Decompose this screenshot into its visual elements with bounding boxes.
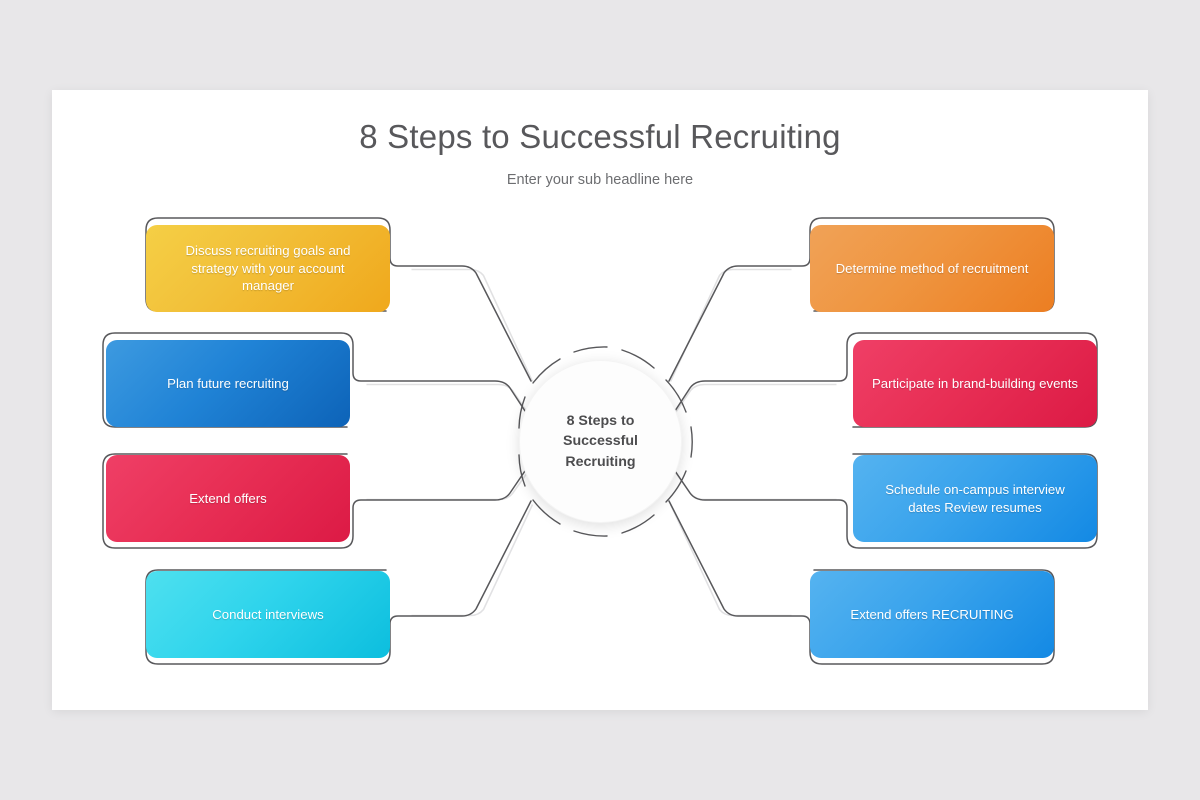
node-label: Plan future recruiting (167, 375, 289, 391)
node-label: Determine method of recruitment (835, 260, 1029, 276)
node-discuss-recruiting-goals[interactable]: Discuss recruiting goals and strategy wi… (146, 225, 390, 312)
node-label: Extend offers RECRUITING (850, 606, 1014, 622)
node-label: Conduct interviews (212, 606, 324, 622)
center-hub-label: 8 Steps to Successful Recruiting (563, 411, 638, 471)
page-title: 8 Steps to Successful Recruiting (359, 118, 841, 155)
node-extend-offers[interactable]: Extend offers (106, 455, 350, 542)
node-extend-offers-recruiting[interactable]: Extend offers RECRUITING (810, 571, 1054, 658)
hub-line-2: Successful (563, 433, 638, 450)
node-schedule-on-campus-interviews[interactable]: Schedule on-campus interview dates Revie… (853, 455, 1097, 542)
node-label: Schedule on-campus interview dates Revie… (885, 482, 1065, 515)
node-conduct-interviews[interactable]: Conduct interviews (146, 571, 390, 658)
node-label: Extend offers (189, 490, 267, 506)
hub-line-1: 8 Steps to (566, 413, 635, 430)
node-participate-in-brand-building-events[interactable]: Participate in brand-building events (853, 340, 1097, 427)
node-plan-future-recruiting[interactable]: Plan future recruiting (106, 340, 350, 427)
node-determine-method-of-recruitment[interactable]: Determine method of recruitment (810, 225, 1054, 312)
center-hub[interactable]: 8 Steps to Successful Recruiting (519, 360, 682, 523)
hub-line-3: Recruiting (565, 453, 636, 470)
page-subtitle: Enter your sub headline here (506, 172, 694, 188)
node-label: Discuss recruiting goals and strategy wi… (185, 243, 351, 294)
node-label: Participate in brand-building events (872, 375, 1078, 391)
